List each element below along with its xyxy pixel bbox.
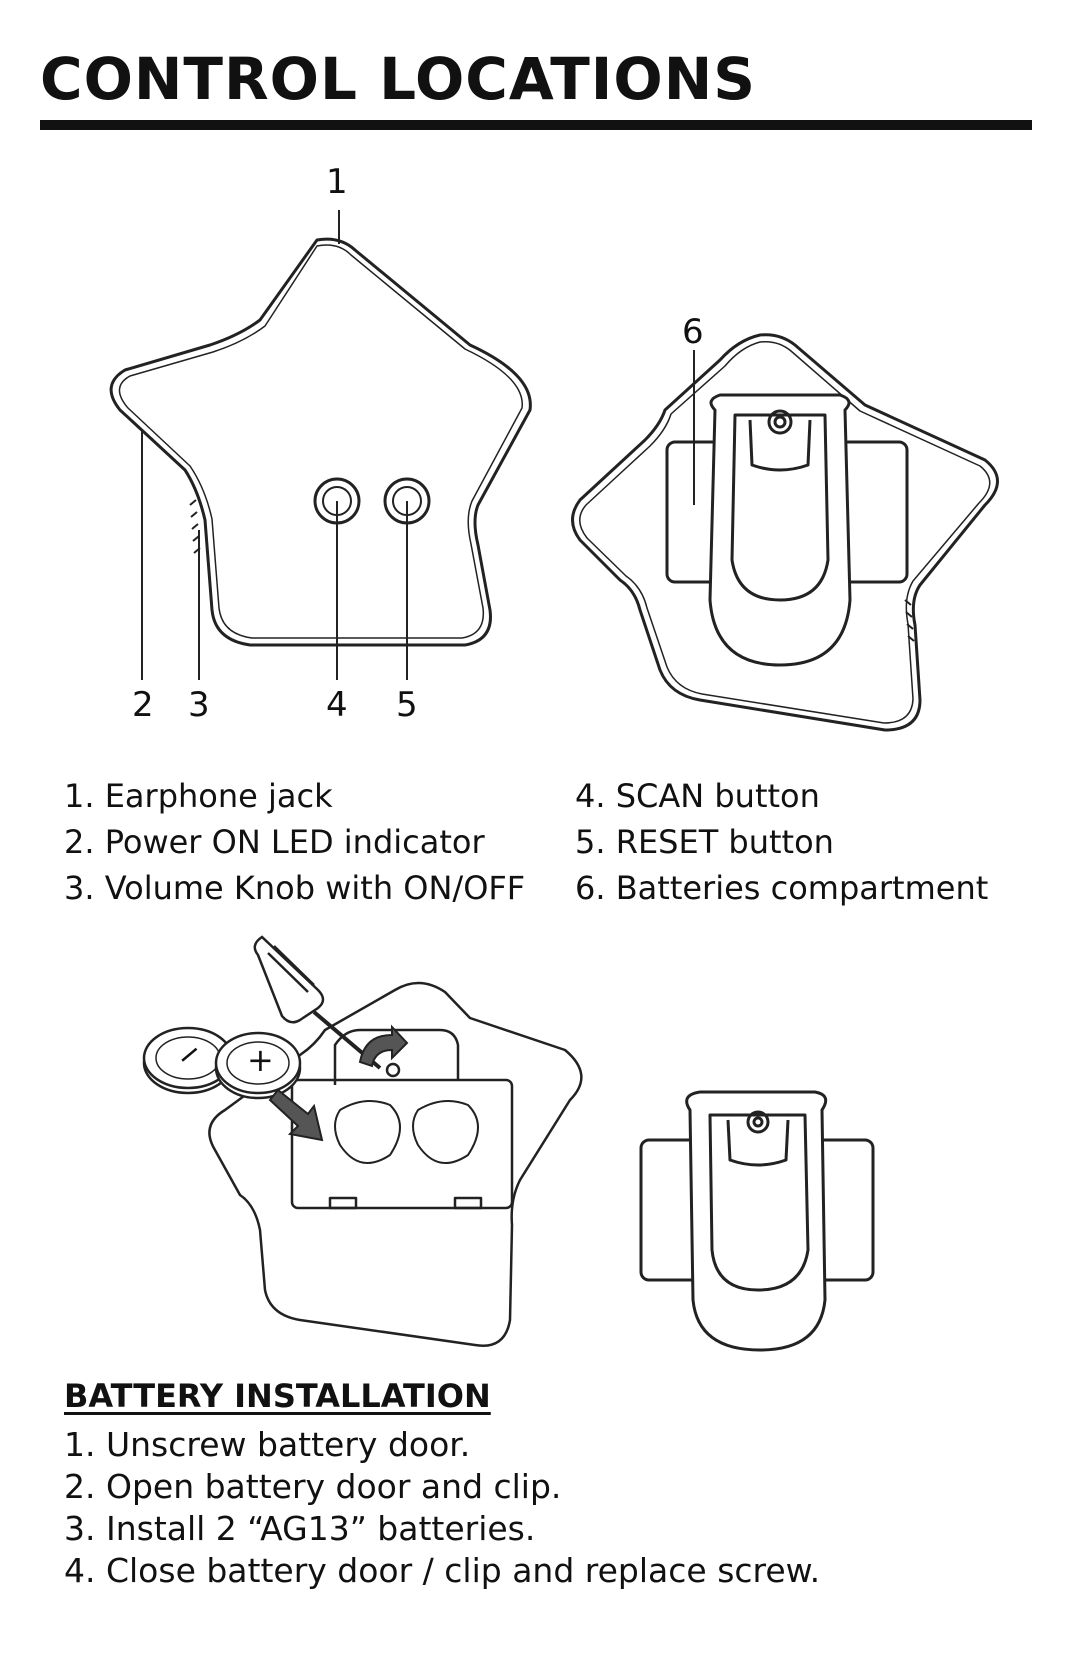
battery-step-3: 3. Install 2 “AG13” batteries. — [64, 1509, 536, 1548]
legend-item-power-led: 2. Power ON LED indicator — [64, 823, 485, 861]
star-back-illustration — [571, 333, 999, 732]
title-rule — [40, 120, 1032, 130]
callout-5: 5 — [396, 685, 418, 725]
coin-cell-plus — [214, 1031, 302, 1100]
star-front-outline — [109, 237, 532, 647]
battery-step-2: 2. Open battery door and clip. — [64, 1467, 562, 1506]
star-back-outline — [571, 333, 999, 732]
battery-step-1: 1. Unscrew battery door. — [64, 1425, 471, 1464]
callout-3: 3 — [188, 685, 210, 725]
cell-slot-left — [334, 1100, 401, 1164]
callout-4: 4 — [326, 685, 348, 725]
callout-6: 6 — [682, 312, 704, 352]
page-title: CONTROL LOCATIONS — [40, 45, 757, 113]
legend-item-earphone-jack: 1. Earphone jack — [64, 777, 333, 815]
callout-2: 2 — [132, 685, 154, 725]
callout-1: 1 — [326, 162, 348, 202]
belt-clip — [708, 393, 852, 667]
coin-cell-minus — [142, 1026, 234, 1095]
legend-item-batteries-compartment: 6. Batteries compartment — [575, 869, 989, 907]
plus-symbol: + — [247, 1041, 274, 1079]
cell-slot-right — [412, 1100, 479, 1164]
legend-item-reset-button: 5. RESET button — [575, 823, 834, 861]
battery-step-4: 4. Close battery door / clip and replace… — [64, 1551, 821, 1590]
legend-item-volume-knob: 3. Volume Knob with ON/OFF — [64, 869, 526, 907]
rotate-arrow-icon — [358, 1024, 409, 1068]
battery-tray — [290, 1078, 514, 1210]
insert-arrow-icon — [268, 1088, 324, 1142]
battery-door-open — [333, 1028, 460, 1085]
battery-installation-heading: BATTERY INSTALLATION — [64, 1377, 491, 1415]
clip-screw — [767, 409, 793, 435]
standalone-clip-illustration — [639, 1090, 875, 1352]
star-battery-illustration — [208, 981, 583, 1347]
volume-knob-ridges — [189, 499, 201, 554]
star-battery-outline — [208, 981, 583, 1347]
star-front-illustration — [109, 210, 532, 680]
legend-item-scan-button: 4. SCAN button — [575, 777, 820, 815]
